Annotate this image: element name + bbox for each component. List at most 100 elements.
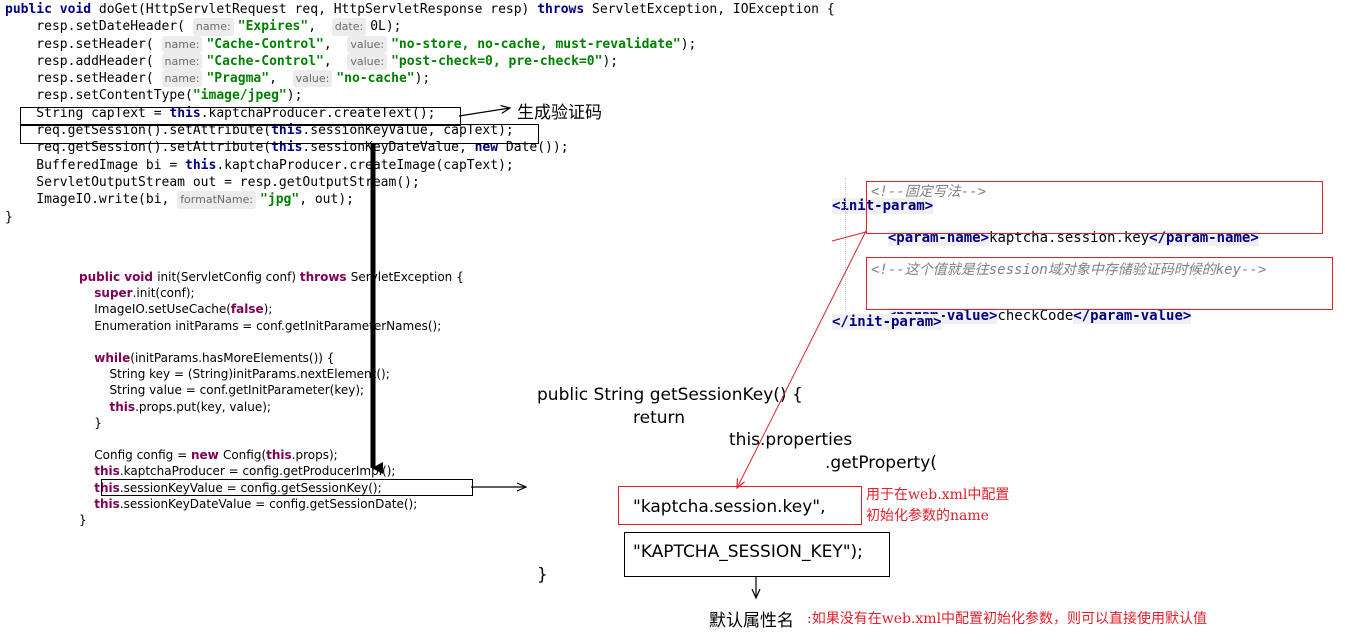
set-attribute-highlight-box — [20, 124, 539, 144]
init-code-token: new — [190, 448, 223, 463]
xml-close-tag: </init-param> — [832, 312, 942, 332]
doget-code-token: this — [271, 123, 303, 139]
init-code-token: } — [79, 513, 87, 528]
init-code-token: this — [94, 480, 120, 495]
doget-code-line: resp.setHeader( name:"Pragma", value:"no… — [5, 70, 835, 88]
xml-param-name-line: <param-name>kaptcha.session.key</param-n… — [871, 208, 1259, 248]
init-code-token: public void — [79, 270, 158, 284]
doget-code-token: } — [5, 209, 13, 225]
doget-code-line: String capText = this.kaptchaProducer.cr… — [5, 105, 835, 122]
doget-code-token: name: — [161, 70, 203, 88]
init-code-block: public void init(ServletConfig conf) thr… — [79, 269, 464, 528]
init-code-token — [79, 481, 94, 495]
doget-code-token: resp.setDateHeader( — [5, 19, 193, 35]
doget-code-token: name: — [161, 52, 203, 71]
param-value-value: checkCode — [997, 308, 1074, 324]
init-code-token: .props.put(key, value); — [135, 399, 271, 414]
getter-line-4: .getProperty( — [825, 453, 937, 473]
init-code-token — [79, 400, 110, 414]
init-code-token: this — [109, 399, 136, 414]
init-code-token: Config config = — [79, 448, 191, 463]
init-code-line: String key = (String)initParams.nextElem… — [79, 366, 464, 382]
doget-code-token: throws — [537, 2, 593, 17]
session-key-comment: <!--这个值就是往session域对象中存储验证码时候的key--> — [871, 262, 1267, 278]
init-code-token: .kaptchaProducer = config.getProducerImp… — [119, 464, 396, 479]
doget-code-line: resp.setDateHeader( name:"Expires", date… — [5, 18, 835, 36]
init-param-close: </init-param> — [832, 314, 942, 330]
init-code-token: this — [94, 496, 120, 511]
doget-code-token: public void — [5, 2, 99, 17]
init-code-token: this — [94, 464, 120, 479]
init-code-line: String value = conf.getInitParameter(key… — [79, 382, 464, 398]
init-code-line: public void init(ServletConfig conf) thr… — [79, 269, 464, 285]
init-code-token: init(ServletConfig conf) — [157, 270, 300, 284]
init-code-line: super.init(conf); — [79, 285, 464, 301]
init-code-token: Config( — [222, 448, 267, 463]
getter-line-3: this.properties — [729, 430, 853, 450]
doget-code-token: new — [474, 140, 506, 156]
doget-code-line: req.getSession().setAttribute(this.sessi… — [5, 122, 835, 139]
init-code-line: this.kaptchaProducer = config.getProduce… — [79, 463, 464, 479]
xml-config-note-1: 用于在web.xml中配置 — [866, 487, 1010, 503]
init-code-line: this.sessionKeyValue = config.getSession… — [79, 480, 464, 496]
default-key-box — [624, 532, 890, 577]
fixed-syntax-comment: <!--固定写法--> — [871, 184, 987, 200]
init-code-token: ); — [263, 302, 273, 317]
init-code-line: } — [79, 512, 464, 528]
init-code-token: .props); — [291, 448, 338, 463]
doget-code-token: value: — [292, 70, 333, 88]
default-attr-name-label: 默认属性名 — [709, 611, 794, 631]
param-name-value: kaptcha.session.key — [989, 230, 1150, 246]
doget-code-token: ); — [680, 36, 697, 52]
init-code-line: Config config = new Config(this.props); — [79, 447, 464, 463]
doget-code-token: .sessionKeyDateValue, — [302, 140, 475, 156]
init-code-line — [79, 431, 464, 447]
doget-code-token: req.getSession().setAttribute( — [5, 123, 272, 139]
init-code-line: Enumeration initParams = conf.getInitPar… — [79, 318, 464, 334]
doget-code-token: "Cache-Control" — [206, 53, 324, 69]
doget-code-token: , — [308, 19, 332, 35]
doget-code-token: "image/jpeg" — [192, 88, 287, 104]
doget-code-token: ); — [414, 71, 431, 87]
init-code-line: while(initParams.hasMoreElements()) { — [79, 350, 464, 366]
doget-code-token: "post-check=0, pre-check=0" — [391, 53, 603, 69]
doget-code-token: "Expires" — [237, 19, 309, 35]
init-code-token: String key = (String)initParams.nextElem… — [79, 367, 390, 382]
doget-code-token: "Cache-Control" — [206, 36, 324, 52]
default-value-note: :如果没有在web.xml中配置初始化参数，则可以直接使用默认值 — [807, 611, 1208, 627]
doget-code-token: BufferedImage bi = — [5, 157, 186, 173]
doget-code-token: value: — [347, 52, 388, 71]
doget-code-token: resp.setContentType( — [5, 88, 193, 104]
param-value-red-box — [866, 257, 1333, 310]
doget-code-token: .kaptchaProducer.createImage(capText); — [216, 157, 514, 173]
doget-code-token: resp.addHeader( — [5, 53, 162, 69]
init-code-token — [79, 286, 94, 300]
doget-code-token: ImageIO.write(bi, — [5, 192, 178, 208]
doget-code-token: ServletException, IOException { — [592, 2, 835, 17]
xml-config-note-2: 初始化参数的name — [866, 508, 989, 524]
xml-open-tag: <init-param> — [832, 196, 934, 216]
param-name-red-box — [866, 181, 1323, 234]
doget-code-token: date: — [331, 18, 367, 36]
doget-code-token: Date()); — [505, 140, 569, 156]
doget-code-token: , out); — [299, 192, 354, 208]
doget-code-token: , — [269, 71, 293, 87]
getter-line-1: public String getSessionKey() { — [537, 385, 803, 405]
doget-code-token: doGet(HttpServletRequest req, HttpServle… — [98, 2, 538, 17]
init-code-token: while — [94, 351, 131, 366]
doget-code-line: resp.setContentType("image/jpeg"); — [5, 87, 835, 104]
doget-code-token: "Pragma" — [206, 71, 270, 87]
doget-code-line: resp.addHeader( name:"Cache-Control", va… — [5, 52, 835, 71]
doget-code-token: formatName: — [177, 191, 257, 209]
init-code-token: .sessionKeyValue = config.getSessionKey(… — [119, 480, 382, 495]
xml-comment-2: <!--这个值就是往session域对象中存储验证码时候的key--> — [871, 260, 1266, 280]
doget-code-line: ServletOutputStream out = resp.getOutput… — [5, 174, 835, 191]
init-code-token: .init(conf); — [132, 286, 195, 301]
init-code-token — [79, 497, 94, 511]
init-code-token: (initParams.hasMoreElements()) { — [130, 351, 335, 366]
doget-code-token: this — [271, 140, 303, 156]
doget-code-token: "no-cache" — [336, 71, 415, 87]
init-code-line — [79, 334, 464, 350]
init-code-line: this.props.put(key, value); — [79, 399, 464, 415]
session-key-value-highlight-box — [101, 479, 473, 496]
